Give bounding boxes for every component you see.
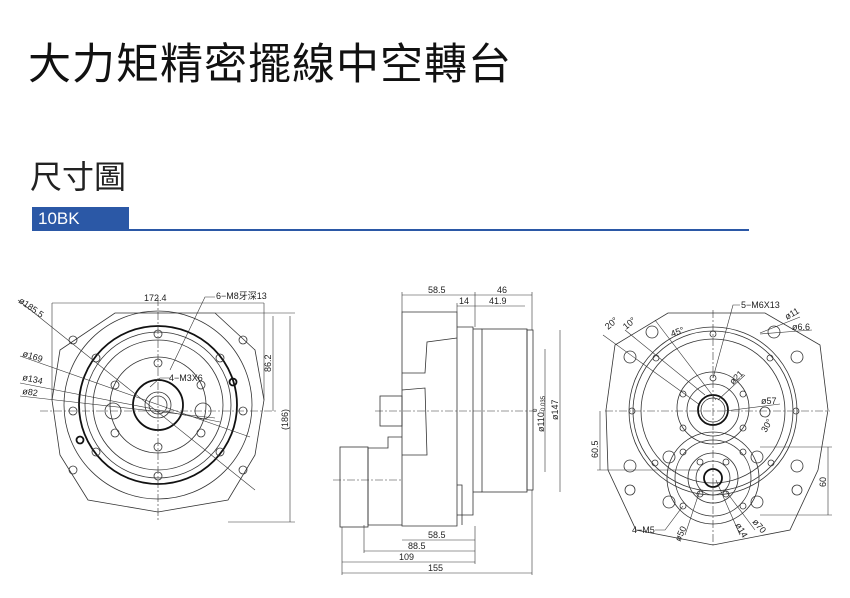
- side-view-drawing: 58.5 46 14 41.9 ø110 0 -0.035 ø147 58.5 …: [333, 285, 561, 575]
- dia-82-label: ø82: [22, 386, 39, 398]
- angle-45-label: 45°: [669, 325, 686, 339]
- angle-20-label: 20°: [603, 315, 620, 332]
- dim-14-label: 14: [459, 296, 469, 306]
- dim-109-label: 109: [399, 552, 414, 562]
- dia-outer-label: ø185.5: [17, 295, 46, 319]
- dia-70-label: ø70: [750, 517, 768, 535]
- dia-147-label: ø147: [550, 399, 560, 420]
- dim-46-label: 46: [497, 285, 507, 295]
- tol-110-upper: 0: [533, 408, 539, 412]
- m6-holes-label: 5−M6X13: [741, 300, 780, 310]
- dia-169-label: ø169: [21, 348, 44, 364]
- dia-57-label: ø57: [761, 396, 777, 406]
- dim-88-5-label: 88.5: [408, 541, 426, 551]
- section-heading: 尺寸圖: [30, 158, 127, 196]
- dia-21-label: ø21: [727, 368, 745, 386]
- dim-half-height-label: 86.2: [263, 354, 273, 372]
- dim-155-label: 155: [428, 563, 443, 573]
- dim-41-9-label: 41.9: [489, 296, 507, 306]
- model-tab: 10BK: [32, 207, 129, 231]
- dim-60-label: 60: [818, 477, 828, 487]
- m8-holes-label: 6−M8牙深13: [216, 291, 267, 301]
- dia-134-label: ø134: [22, 372, 44, 386]
- tol-110-lower: -0.035: [541, 395, 547, 413]
- angle-30-label: 30°: [759, 417, 775, 434]
- dia-14-label: ø14: [733, 521, 749, 539]
- m3-holes-label: 4−M3X6: [169, 373, 203, 383]
- front-view-drawing: ø185.5 ø169 ø134 ø82 172.4 6−M8牙深13 4−M3…: [17, 291, 295, 523]
- dia-110-label: ø110: [536, 412, 546, 432]
- rear-view-drawing: 20° 10° 45° 5−M6X13 ø11 ø6.6 ø21 ø57 30°…: [590, 300, 832, 546]
- m5-holes-label: 4−M5: [632, 525, 655, 535]
- dim-height-label: (186): [280, 409, 290, 430]
- dia-6-6-label: ø6.6: [792, 322, 810, 332]
- dia-11-label: ø11: [783, 306, 801, 322]
- dim-58-5-bottom-label: 58.5: [428, 530, 446, 540]
- angle-10-label: 10°: [621, 315, 638, 332]
- section-divider: [129, 229, 749, 231]
- dim-60-5-label: 60.5: [590, 440, 600, 458]
- page-title: 大力矩精密擺線中空轉台: [28, 40, 512, 90]
- dim-width-label: 172.4: [144, 293, 167, 303]
- dim-58-5-top-label: 58.5: [428, 285, 446, 295]
